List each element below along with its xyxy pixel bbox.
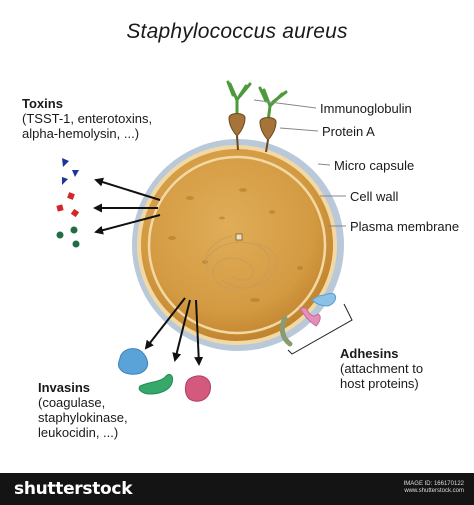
toxin-arrows: [93, 177, 161, 235]
toxins-label-block: Toxins (TSST-1, enterotoxins, alpha-hemo…: [22, 96, 152, 141]
adhesins-label-block: Adhesins (attachment to host proteins): [340, 346, 423, 391]
toxin-molecules: [56, 158, 80, 248]
footer-image-id: IMAGE ID: 166170122 www.shutterstock.com: [404, 481, 464, 495]
label-micro-capsule: Micro capsule: [334, 158, 415, 173]
ribosome-marker: [235, 233, 243, 241]
invasin-blue-shape: [117, 348, 149, 375]
protein-a-stalk-left: [236, 135, 239, 151]
nucleoid-dna: [204, 235, 278, 290]
protein-a-right: [259, 117, 277, 141]
adhesin-bracket: [287, 303, 353, 355]
invasin-arrows: [144, 297, 204, 366]
adhesins-line-2: host proteins): [340, 376, 419, 391]
footer-brand: shutterstock: [14, 479, 133, 499]
footer-image-id-text: IMAGE ID: 166170122: [403, 481, 464, 487]
diagram-title: Staphylococcus aureus: [126, 20, 348, 43]
label-cell-wall: Cell wall: [350, 189, 399, 204]
label-immunoglobulin: Immunoglobulin: [320, 101, 412, 116]
footer-bar: shutterstock IMAGE ID: 166170122 www.shu…: [0, 473, 474, 505]
label-leader-lines: [253, 99, 346, 227]
immunoglobulin-left: [226, 80, 252, 120]
protein-a-left: [228, 113, 246, 137]
invasin-green-shape: [138, 373, 173, 395]
invasins-label-block: Invasins (coagulase, staphylokinase, leu…: [38, 380, 128, 440]
adhesins-heading: Adhesins: [340, 346, 399, 361]
invasins-line-3: leukocidin, ...): [38, 425, 119, 440]
plasma-membrane-line: [147, 155, 327, 335]
toxins-line-2: alpha-hemolysin, ...): [22, 126, 140, 141]
adhesin-proteins: [279, 292, 337, 347]
toxins-heading: Toxins: [22, 96, 63, 111]
invasin-pink-shape: [184, 375, 211, 402]
invasins-line-2: staphylokinase,: [38, 410, 128, 425]
cell-diagram: [56, 80, 353, 402]
footer-site-text: www.shutterstock.com: [404, 488, 464, 494]
protein-a-stalk-right: [265, 139, 269, 153]
invasins-heading: Invasins: [38, 380, 91, 395]
invasins-line-1: (coagulase,: [38, 395, 106, 410]
label-protein-a: Protein A: [322, 124, 375, 139]
adhesins-line-1: (attachment to: [340, 361, 424, 376]
toxins-line-1: (TSST-1, enterotoxins,: [22, 111, 153, 126]
label-plasma-membrane: Plasma membrane: [350, 219, 460, 234]
immunoglobulin-right: [258, 86, 288, 124]
